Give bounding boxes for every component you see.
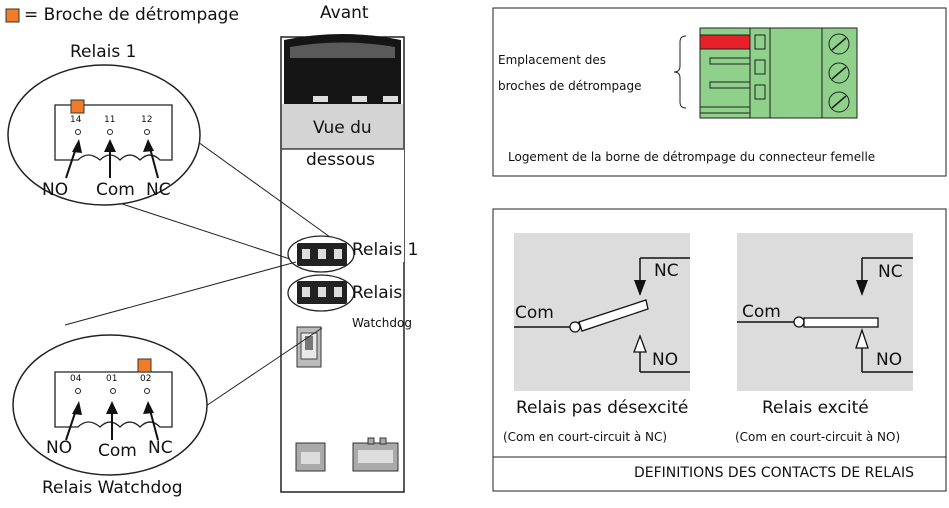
watchdog-callout-line2: Watchdog: [352, 316, 412, 330]
watchdog-contact-com: Com: [98, 441, 137, 461]
watchdog-connector: [287, 274, 355, 312]
watchdog-pin-2: 01: [106, 374, 118, 384]
keying-label-line2: broches de détrompage: [498, 79, 642, 93]
watchdog-zoom: [12, 261, 323, 476]
relay1-pin-3: 12: [141, 115, 153, 125]
contacts-panel: [492, 208, 947, 492]
deenergized-note: (Com en court-circuit à NC): [503, 430, 668, 444]
energized-note: (Com en court-circuit à NO): [735, 430, 901, 444]
front-label: Avant: [320, 3, 369, 23]
relay1-pin-2: 11: [104, 115, 116, 125]
keying-label-line1: Emplacement des: [498, 53, 607, 67]
relay1-callout: Relais 1: [352, 240, 419, 260]
relay1-zoom: [7, 64, 331, 260]
relay1-pin-1: 14: [70, 115, 82, 125]
relay1-connector: [287, 235, 355, 273]
energized-com-label: Com: [742, 302, 781, 322]
deenergized-caption: Relais pas désexcité: [516, 398, 689, 418]
bottom-connector-left: [295, 442, 326, 472]
relay1-contact-com: Com: [96, 180, 135, 200]
deenergized-nc-label: NC: [654, 261, 679, 281]
relay1-contact-nc: NC: [146, 180, 171, 200]
deenergized-com-label: Com: [515, 303, 554, 323]
watchdog-callout-line1: Relais: [352, 283, 403, 303]
relay1-title: Relais 1: [70, 42, 137, 62]
energized-no-label: NO: [876, 350, 903, 370]
keying-panel: [492, 7, 947, 177]
bottom-view-label-line2: dessous: [306, 150, 375, 170]
service-port: [296, 326, 322, 368]
contacts-panel-title: DEFINITIONS DES CONTACTS DE RELAIS: [634, 465, 914, 481]
energized-caption: Relais excité: [762, 398, 869, 418]
bottom-connector-right: [352, 437, 399, 472]
watchdog-pin-1: 04: [70, 374, 82, 384]
watchdog-title: Relais Watchdog: [42, 478, 183, 498]
bottom-view-label-line1: Vue du: [313, 118, 372, 138]
keying-caption: Logement de la borne de détrompage du co…: [508, 150, 876, 164]
relay1-contact-no: NO: [42, 180, 69, 200]
legend-marker: [5, 8, 20, 23]
deenergized-no-label: NO: [652, 350, 679, 370]
watchdog-contact-nc: NC: [148, 438, 173, 458]
energized-nc-label: NC: [878, 262, 903, 282]
watchdog-pin-3: 02: [140, 374, 152, 384]
watchdog-contact-no: NO: [46, 438, 73, 458]
legend-text: = Broche de détrompage: [24, 5, 239, 25]
